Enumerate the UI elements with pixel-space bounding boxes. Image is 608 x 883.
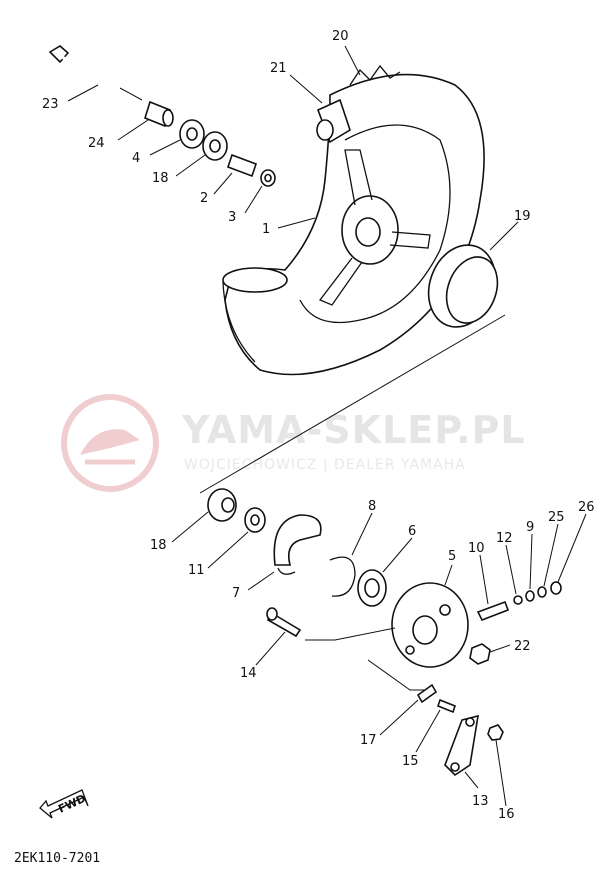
- part-label-26: 26: [578, 500, 595, 515]
- part-label-14: 14: [240, 666, 257, 681]
- part-bolt-15: [437, 698, 456, 714]
- part-brake-plate-5: [391, 582, 469, 668]
- leader-line-camshaft: [305, 627, 396, 641]
- part-label-12: 12: [496, 531, 513, 546]
- part-seal-3: [260, 169, 276, 187]
- leader-line-assembly: [199, 314, 506, 494]
- watermark-subtitle: WOJCIECHOWICZ | DEALER YAMAHA: [184, 457, 466, 473]
- part-bearing-18-top: [202, 131, 228, 161]
- part-label-24: 24: [88, 136, 105, 151]
- part-25: [537, 586, 547, 598]
- part-label-16: 16: [498, 807, 515, 822]
- part-label-6: 6: [408, 524, 416, 539]
- part-label-21: 21: [270, 61, 287, 76]
- part-label-4: 4: [132, 151, 140, 166]
- part-axle: [48, 45, 143, 101]
- watermark-logo: [61, 394, 159, 492]
- part-seal-6: [357, 569, 387, 607]
- label-leaders: [67, 45, 587, 807]
- part-nut-22: [469, 643, 491, 665]
- part-bearing-18-bottom: [207, 488, 237, 522]
- part-lever-13: [444, 714, 479, 777]
- part-label-18-top: 18: [152, 171, 169, 186]
- part-label-9: 9: [526, 520, 534, 535]
- part-label-19: 19: [514, 209, 531, 224]
- leader-line-lower: [367, 659, 425, 691]
- part-nipple-10: [476, 600, 510, 622]
- part-label-18-bottom: 18: [150, 538, 167, 553]
- part-label-17: 17: [360, 733, 377, 748]
- part-number-labels: 23 24 4 18 2 3 1 20 21 19 18 11 7 8 6 5 …: [42, 29, 595, 822]
- part-label-8: 8: [368, 499, 376, 514]
- part-indicator-17: [416, 683, 438, 704]
- part-label-3: 3: [228, 210, 236, 225]
- part-spring-8: [329, 556, 356, 597]
- part-label-7: 7: [232, 586, 240, 601]
- part-label-22: 22: [514, 639, 531, 654]
- part-rim-19: [427, 244, 499, 328]
- part-spacer-2: [226, 153, 258, 178]
- part-label-13: 13: [472, 794, 489, 809]
- part-brake-shoe-7: [273, 514, 322, 575]
- part-camshaft-14: [266, 607, 302, 638]
- part-gear-11: [244, 507, 266, 533]
- part-label-1: 1: [262, 222, 270, 237]
- part-label-2: 2: [200, 191, 208, 206]
- part-bearing-4: [179, 119, 205, 149]
- part-nut-16: [487, 724, 504, 741]
- part-collar-24: [144, 100, 174, 128]
- part-label-10: 10: [468, 541, 485, 556]
- fwd-arrow-icon: FWD: [39, 789, 89, 819]
- part-label-23: 23: [42, 97, 59, 112]
- watermark-brand: YAMA-SKLEP.PL: [181, 408, 526, 452]
- part-label-25: 25: [548, 510, 565, 525]
- part-26: [550, 581, 562, 595]
- part-label-5: 5: [448, 549, 456, 564]
- part-12: [513, 595, 523, 605]
- watermark: YAMA-SKLEP.PL WOJCIECHOWICZ | DEALER YAM…: [61, 394, 526, 492]
- part-9: [525, 590, 535, 602]
- drawing-code: 2EK110-7201: [14, 851, 100, 866]
- part-wheel-1: [222, 64, 485, 376]
- part-label-15: 15: [402, 754, 419, 769]
- part-label-11: 11: [188, 563, 205, 578]
- part-label-20: 20: [332, 29, 349, 44]
